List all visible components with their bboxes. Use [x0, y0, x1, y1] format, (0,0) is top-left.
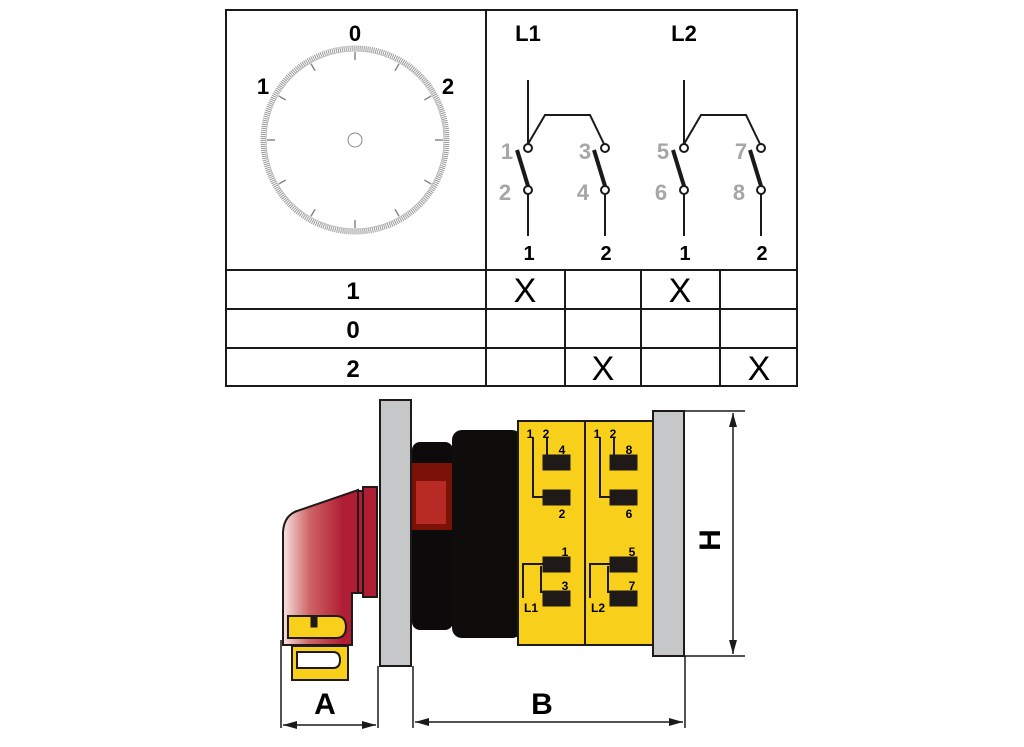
contact-7: 7 [735, 139, 747, 164]
terminal-label: 1 [594, 427, 601, 441]
dial: 0 1 2 [257, 21, 454, 235]
line-label-l1: L1 [515, 21, 541, 46]
schematic-l1: L1 1 2 3 4 1 2 [499, 21, 612, 265]
terminal-label: 3 [562, 579, 569, 593]
main-body [452, 430, 522, 638]
terminal-label: 2 [559, 507, 566, 521]
module-1-wiring: 1 2 4 2 1 3 L1 [522, 427, 571, 615]
contact-1: 1 [501, 139, 513, 164]
table-cell: X [592, 350, 615, 388]
dial-tick [278, 179, 287, 185]
terminal-label: 1 [562, 545, 569, 559]
dial-label-0: 0 [349, 21, 361, 46]
terminal-label: 1 [527, 427, 534, 441]
terminal-label: 2 [543, 427, 550, 441]
contact-4: 4 [577, 180, 590, 205]
contact-8: 8 [733, 180, 745, 205]
row-position: 2 [346, 356, 359, 383]
line-label-l2: L2 [671, 21, 697, 46]
line-label: L1 [524, 601, 538, 615]
module-2-wiring: 1 2 8 6 5 7 L2 [589, 427, 638, 615]
output-1: 1 [679, 243, 690, 265]
dimension-a-label: A [314, 688, 336, 721]
table-cell: X [514, 272, 537, 310]
dial-tick [394, 208, 400, 217]
dial-tick [423, 95, 432, 101]
side-view [282, 399, 685, 681]
terminal-label: 4 [559, 443, 566, 457]
dial-center [347, 132, 363, 148]
dial-tick [310, 208, 316, 217]
output-2: 2 [756, 243, 767, 265]
handle [282, 488, 359, 646]
output-2: 2 [600, 243, 611, 265]
dial-label-1: 1 [257, 74, 269, 99]
dimension-b-label: B [531, 688, 553, 721]
table-cell: X [669, 272, 692, 310]
contact-5: 5 [657, 139, 669, 164]
dial-tick [310, 63, 316, 72]
dial-label-2: 2 [442, 74, 454, 99]
row-position: 0 [346, 317, 359, 344]
dial-tick [278, 95, 287, 101]
mounting-panel [379, 399, 412, 667]
dial-ticks [267, 52, 443, 228]
contact-6: 6 [655, 180, 667, 205]
dimension-h-label: H [694, 529, 727, 551]
line-label: L2 [591, 601, 605, 615]
end-plate [652, 410, 685, 657]
dimensions [280, 410, 745, 729]
dial-tick [394, 63, 400, 72]
terminal-label: 5 [629, 545, 636, 559]
switching-table [225, 9, 798, 387]
handle-collar [362, 486, 378, 598]
terminal-label: 2 [610, 427, 617, 441]
schematic-l2: L2 5 6 7 8 1 2 [655, 21, 768, 265]
contact-3: 3 [579, 139, 591, 164]
terminal-label: 8 [626, 443, 633, 457]
terminal-label: 6 [626, 507, 633, 521]
row-position: 1 [346, 278, 359, 305]
contact-2: 2 [499, 180, 511, 205]
dial-tick [423, 179, 432, 185]
table-rows: 1 0 2 X X X X [346, 272, 770, 388]
terminal-label: 7 [629, 579, 636, 593]
table-cell: X [748, 350, 771, 388]
output-1: 1 [523, 243, 534, 265]
